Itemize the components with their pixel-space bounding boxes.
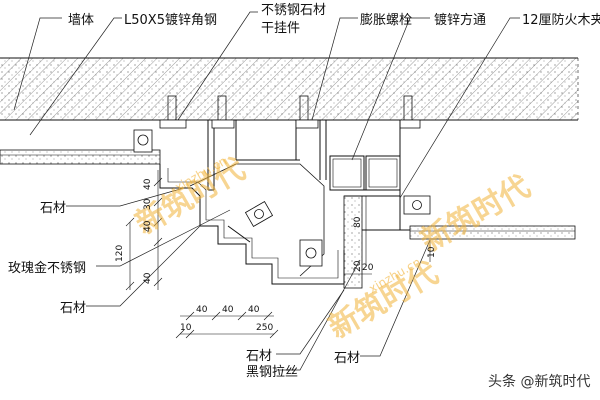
stainless-hangers xyxy=(133,129,431,267)
dim-h40-1: 40 xyxy=(196,305,208,315)
label-black-wire: 黑钢拉丝 xyxy=(246,365,298,380)
label-hanger-2: 干挂件 xyxy=(261,21,300,36)
dimension-texts: 40 30 40 120 40 40 40 40 10 250 80 20 20… xyxy=(115,178,437,333)
dim-h40-3: 40 xyxy=(248,305,260,315)
dim-20a: 20 xyxy=(353,260,363,272)
label-stone-bottom-1: 石材 xyxy=(246,349,272,364)
dim-40a: 40 xyxy=(143,178,153,190)
label-fire-board: 12厘防火木夹 xyxy=(522,12,600,28)
label-rose-gold: 玫瑰金不锈钢 xyxy=(8,260,86,276)
label-stone-bottom-2: 石材 xyxy=(334,351,360,366)
label-square-tube: 镀锌方通 xyxy=(434,12,486,28)
dim-10: 10 xyxy=(180,323,192,333)
label-hanger-1: 不锈钢石材 xyxy=(261,3,326,18)
dim-120: 120 xyxy=(115,245,125,262)
square-tubes xyxy=(329,120,401,230)
dim-40b: 40 xyxy=(143,220,153,232)
stone-panel-left xyxy=(0,149,161,165)
dim-30: 30 xyxy=(143,198,153,210)
dim-10b: 10 xyxy=(427,246,437,258)
credit-text: 头条 @新筑时代 xyxy=(488,373,590,390)
top-labels: 墙体 L50X5镀锌角钢 不锈钢石材 干挂件 膨胀螺栓 镀锌方通 12厘防火木夹 xyxy=(68,3,600,36)
dim-40c: 40 xyxy=(143,272,153,284)
label-stone-left-upper: 石材 xyxy=(40,201,66,216)
label-angle-steel: L50X5镀锌角钢 xyxy=(124,12,217,28)
side-labels: 石材 玫瑰金不锈钢 石材 石材 黑钢拉丝 石材 xyxy=(8,201,360,380)
dim-80: 80 xyxy=(353,216,363,228)
watermark-brand-2: 新筑时代 xyxy=(323,256,444,346)
dim-250: 250 xyxy=(256,323,273,333)
stone-panel-right xyxy=(409,225,576,240)
leader-lines xyxy=(13,11,520,371)
expansion-bolts xyxy=(159,95,421,129)
dim-h40-2: 40 xyxy=(222,305,234,315)
watermark-brand-3: 新筑时代 xyxy=(415,169,536,259)
label-expansion-bolt: 膨胀螺栓 xyxy=(360,13,412,28)
concrete-wall xyxy=(0,57,579,121)
dim-20b: 20 xyxy=(362,263,374,273)
label-stone-left-lower: 石材 xyxy=(60,301,86,316)
dimension-lines xyxy=(125,170,431,339)
label-wall: 墙体 xyxy=(68,13,94,28)
